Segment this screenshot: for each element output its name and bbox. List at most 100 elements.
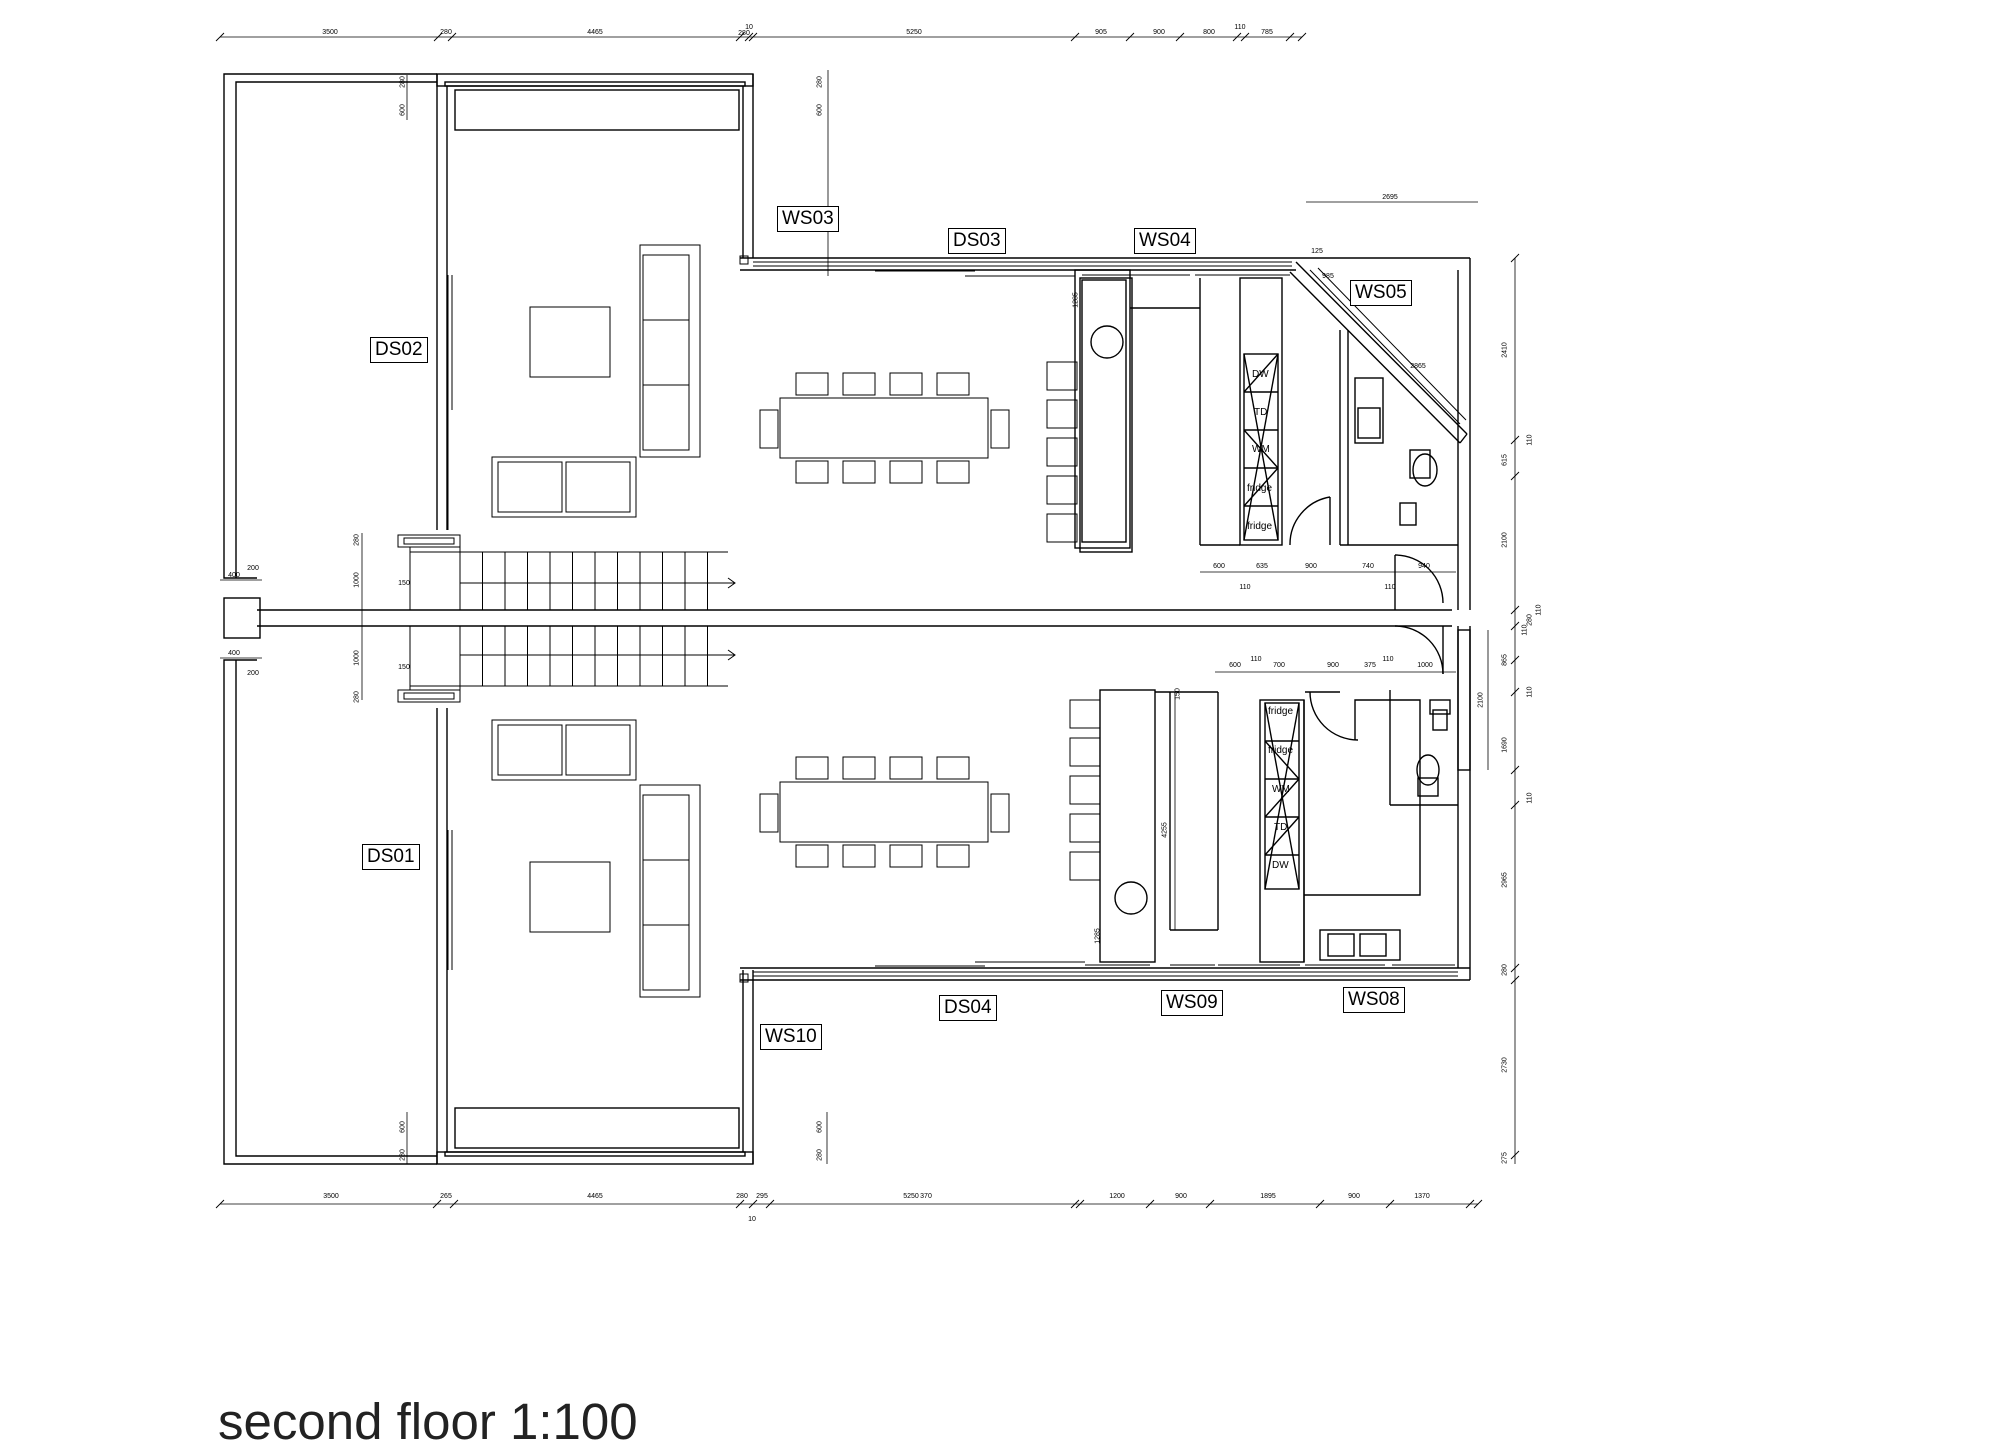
dim-tick xyxy=(748,1199,758,1209)
dim-tick xyxy=(1315,1199,1325,1209)
dim-bottom-9: 900 xyxy=(1175,1193,1187,1200)
dim-tick xyxy=(1510,975,1520,985)
dim-tick xyxy=(1385,1199,1395,1209)
dim-tick xyxy=(1510,687,1520,697)
dim-tick xyxy=(1510,765,1520,775)
appliance-lower-wm: WM xyxy=(1272,784,1290,795)
appliance-upper-wm: WM xyxy=(1252,444,1270,455)
dim-bottom-13: 10 xyxy=(748,1216,756,1223)
dim-top-6: 5250 xyxy=(906,29,922,36)
dim-tick xyxy=(1510,800,1520,810)
terrace-outline-upper xyxy=(223,73,437,579)
dim-tick xyxy=(744,32,754,42)
dim-right-3: 615 xyxy=(1501,454,1509,466)
terrace-inner-upper xyxy=(235,81,437,578)
label-ws04: WS04 xyxy=(1134,228,1196,254)
dim-tick xyxy=(1465,1199,1475,1209)
dim-tick xyxy=(1510,471,1520,481)
dim-tick xyxy=(1510,605,1520,615)
dim-right-6: 110 xyxy=(1521,624,1529,636)
dim-uk-6: 110 xyxy=(1239,584,1251,591)
dim-tick xyxy=(1285,32,1295,42)
appliance-upper-fridge-2: fridge xyxy=(1247,521,1273,532)
dim-tick xyxy=(1240,32,1250,42)
dim-right-5: 110 xyxy=(1535,604,1543,616)
dim-uk-3: 900 xyxy=(1305,563,1317,570)
dim-uk-2: 635 xyxy=(1256,563,1268,570)
dim-lk-7: 1000 xyxy=(1417,662,1433,669)
dim-lk-3: 700 xyxy=(1273,662,1285,669)
label-ds04: DS04 xyxy=(939,995,997,1021)
dim-misc-16: 2100 xyxy=(1477,692,1485,708)
dim-misc-8: 280 xyxy=(816,1149,824,1161)
dim-misc-10: 985 xyxy=(1322,273,1334,280)
dim-misc-15: 1285 xyxy=(1094,928,1102,944)
dim-right-13: 280 xyxy=(1501,964,1509,976)
dim-right-10: 1690 xyxy=(1501,737,1509,753)
dim-misc-6: 280 xyxy=(399,1149,407,1161)
label-ws05: WS05 xyxy=(1350,280,1412,306)
dim-tick xyxy=(215,32,225,42)
dim-bottom-1: 3500 xyxy=(323,1193,339,1200)
dim-right-top: 2695 xyxy=(1382,194,1398,201)
dim-uk-1: 600 xyxy=(1213,563,1225,570)
dim-tick xyxy=(432,1199,442,1209)
dim-misc-7: 600 xyxy=(816,1121,824,1133)
dim-tick xyxy=(765,1199,775,1209)
dim-misc-4: 280 xyxy=(816,76,824,88)
dim-bottom-5: 295 xyxy=(756,1193,768,1200)
label-ws10: WS10 xyxy=(760,1024,822,1050)
dim-top-3: 4465 xyxy=(587,29,603,36)
dim-tick xyxy=(1297,32,1307,42)
dim-left-10: 280 xyxy=(353,691,361,703)
dim-tick xyxy=(1070,1199,1080,1209)
appliance-lower-fridge-1: fridge xyxy=(1268,706,1294,717)
dim-left-3: 400 xyxy=(228,650,240,657)
dim-right-15: 275 xyxy=(1501,1152,1509,1164)
appliance-lower-td: TD xyxy=(1274,822,1288,833)
dim-misc-11: 2865 xyxy=(1410,363,1426,370)
dim-bottom-11: 900 xyxy=(1348,1193,1360,1200)
dim-left-7: 150 xyxy=(398,580,410,587)
dim-top-8: 900 xyxy=(1153,29,1165,36)
dim-left-6: 1000 xyxy=(353,572,361,588)
dim-tick xyxy=(735,32,745,42)
label-ws09: WS09 xyxy=(1161,990,1223,1016)
dim-left-9: 150 xyxy=(398,664,410,671)
dim-left-1: 400 xyxy=(228,572,240,579)
dim-uk-5: 940 xyxy=(1418,563,1430,570)
dim-uk-7: 110 xyxy=(1384,584,1396,591)
dim-top-4: 10 xyxy=(745,24,753,31)
dim-lk-1: 600 xyxy=(1229,662,1241,669)
dim-right-2: 110 xyxy=(1526,434,1534,446)
appliance-upper-fridge-1: fridge xyxy=(1247,483,1273,494)
dim-misc-12: 1285 xyxy=(1072,292,1080,308)
terrace-outline-lower xyxy=(223,659,437,1165)
dim-left-2: 200 xyxy=(247,565,259,572)
dim-tick xyxy=(1510,435,1520,445)
dim-lk-6: 110 xyxy=(1382,656,1394,663)
dim-top-9: 800 xyxy=(1203,29,1215,36)
label-ws03: WS03 xyxy=(777,206,839,232)
dim-lk-5: 375 xyxy=(1364,662,1376,669)
dim-tick xyxy=(1205,1199,1215,1209)
dim-top-1: 3500 xyxy=(322,29,338,36)
appliance-lower-fridge-2: fridge xyxy=(1268,745,1294,756)
dim-tick xyxy=(1070,32,1080,42)
dim-right-4: 2100 xyxy=(1501,532,1509,548)
dim-tick xyxy=(449,1199,459,1209)
dim-bottom-6: 5250 xyxy=(903,1193,919,1200)
dim-misc-3: 600 xyxy=(816,104,824,116)
label-ds03: DS03 xyxy=(948,228,1006,254)
dim-left-8: 1000 xyxy=(353,650,361,666)
dim-right-1: 2410 xyxy=(1501,342,1509,358)
dim-misc-14: 150 xyxy=(1174,688,1182,700)
dim-tick xyxy=(1145,1199,1155,1209)
dim-right-12: 2965 xyxy=(1501,872,1509,888)
dim-misc-2: 280 xyxy=(399,76,407,88)
appliance-lower-dw: DW xyxy=(1272,860,1289,871)
terrace-inner-lower xyxy=(235,660,437,1157)
dim-tick xyxy=(1510,253,1520,263)
dim-tick xyxy=(447,32,457,42)
